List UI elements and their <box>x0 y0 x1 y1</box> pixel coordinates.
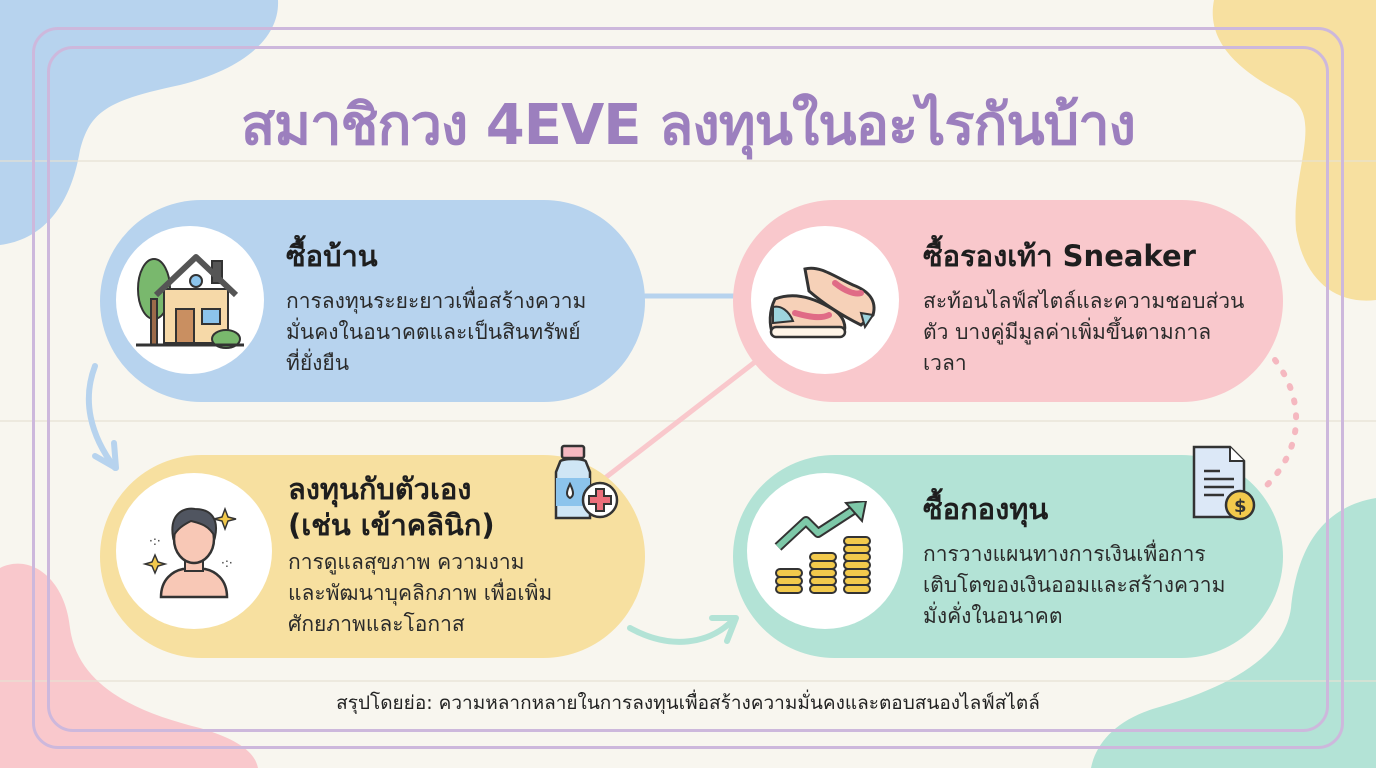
desc-line: เวลา <box>923 351 967 375</box>
bg-stripe <box>0 160 1376 162</box>
card-invest-self: ·:· ·:· ลงทุนกับตัวเอง (เช่น เข้าคลินิก)… <box>100 455 645 658</box>
outer-frame <box>32 27 1344 749</box>
card-icon-circle <box>751 226 899 374</box>
title-line: (เช่น เข้าคลินิก) <box>288 508 495 542</box>
bg-stripe <box>0 680 1376 682</box>
title-line: ลงทุนกับตัวเอง <box>288 472 472 506</box>
blob-top-right <box>1212 0 1376 301</box>
person-sparkle-icon: ·:· ·:· <box>142 506 237 599</box>
house-icon <box>136 254 244 349</box>
desc-line: การวางแผนทางการเงินเพื่อการ <box>923 542 1206 566</box>
desc-line: เติบโตของเงินออมและสร้างความ <box>923 573 1226 597</box>
card-title: ซื้อกองทุน <box>923 492 1049 526</box>
sneaker-icon <box>768 266 876 339</box>
growth-coins-icon <box>774 501 871 594</box>
bg-stripe <box>0 420 1376 422</box>
card-description: การลงทุนระยะยาวเพื่อสร้างความ มั่นคงในอน… <box>286 286 586 379</box>
card-description: การวางแผนทางการเงินเพื่อการ เติบโตของเงิ… <box>923 539 1225 632</box>
card-buy-sneaker: ซื้อรองเท้า Sneaker สะท้อนไลฟ์สไตล์และคว… <box>733 200 1283 402</box>
card-description: สะท้อนไลฟ์สไตล์และความชอบส่วน ตัว บางคู่… <box>923 286 1244 379</box>
desc-line: ตัว บางคู่มีมูลค่าเพิ่มขึ้นตามกาล <box>923 320 1212 344</box>
card-icon-circle: ·:· ·:· <box>116 473 272 629</box>
inner-frame <box>47 46 1329 732</box>
desc-line: การลงทุนระยะยาวเพื่อสร้างความ <box>286 289 587 313</box>
page-title: สมาชิกวง 4EVE ลงทุนในอะไรกันบ้าง <box>240 93 1136 158</box>
desc-line: มั่นคงในอนาคตและเป็นสินทรัพย์ <box>286 320 581 344</box>
desc-line: สะท้อนไลฟ์สไตล์และความชอบส่วน <box>923 289 1245 313</box>
card-title: ลงทุนกับตัวเอง (เช่น เข้าคลินิก) <box>288 471 495 543</box>
card-icon-circle <box>116 226 264 374</box>
desc-line: ศักยภาพและโอกาส <box>288 612 465 636</box>
svg-text:·:·: ·:· <box>149 534 161 548</box>
card-description: การดูแลสุขภาพ ความงาม และพัฒนาบุคลิกภาพ … <box>288 547 552 640</box>
svg-text:·:·: ·:· <box>221 556 233 570</box>
card-buy-house: ซื้อบ้าน การลงทุนระยะยาวเพื่อสร้างความ ม… <box>100 200 645 402</box>
svg-text:$: $ <box>1234 496 1247 517</box>
card-title: ซื้อรองเท้า Sneaker <box>923 239 1196 273</box>
desc-line: ที่ยั่งยืน <box>286 351 350 375</box>
desc-line: และพัฒนาบุคลิกภาพ เพื่อเพิ่ม <box>288 581 553 605</box>
card-buy-fund: ซื้อกองทุน การวางแผนทางการเงินเพื่อการ เ… <box>733 455 1283 658</box>
card-icon-circle <box>747 473 903 629</box>
document-dollar-icon: $ <box>1192 445 1256 521</box>
summary-text: สรุปโดยย่อ: ความหลากหลายในการลงทุนเพื่อส… <box>336 692 1040 714</box>
desc-line: มั่งคั่งในอนาคต <box>923 604 1063 628</box>
blob-bottom-right <box>1091 498 1376 768</box>
desc-line: การดูแลสุขภาพ ความงาม <box>288 550 525 574</box>
card-title: ซื้อบ้าน <box>286 239 378 273</box>
medicine-bottle-icon <box>554 444 619 520</box>
